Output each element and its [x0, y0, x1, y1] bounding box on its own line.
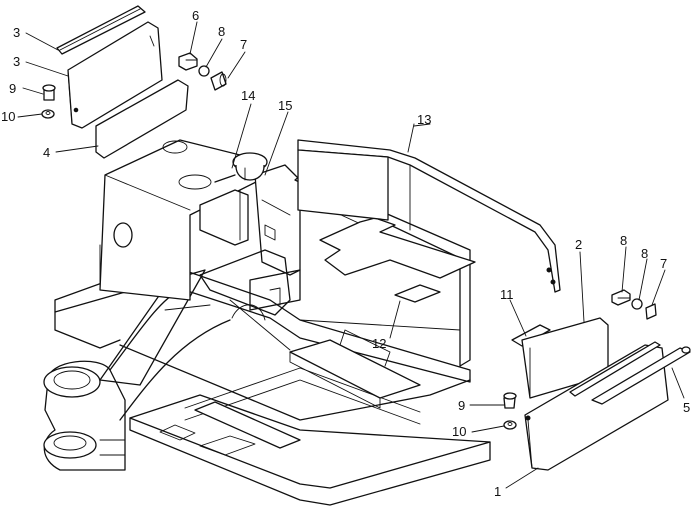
right-bolt-assembly [611, 289, 657, 320]
callout-2: 2 [575, 237, 582, 252]
leader-lines [17, 21, 685, 489]
part-13-side-wall [297, 139, 561, 293]
part-5-strip-left [56, 5, 146, 55]
callout-9: 9 [458, 398, 465, 413]
callout-14: 14 [241, 88, 255, 103]
callout-4: 4 [43, 145, 50, 160]
callout-5: 3 [13, 25, 20, 40]
callout-7: 7 [240, 37, 247, 52]
callout-10: 10 [1, 109, 15, 124]
left-boom-foot [43, 269, 231, 471]
right-bolt-washer [503, 392, 517, 430]
callout-9: 9 [9, 81, 16, 96]
part-4-plate [95, 79, 189, 159]
callout-6: 6 [192, 8, 199, 23]
left-bolt-washer [41, 84, 56, 119]
callout-1: 1 [494, 484, 501, 499]
part-5-strip-right [569, 341, 691, 405]
callout-8: 8 [641, 246, 648, 261]
callout-7: 8 [620, 233, 627, 248]
callout-3: 3 [13, 54, 20, 69]
part-3-cover [67, 21, 163, 129]
callout-12: 12 [372, 336, 386, 351]
callout-11: 11 [500, 287, 514, 302]
callout-13: 13 [417, 112, 431, 127]
revolving-frame [54, 261, 491, 506]
center-bracket [164, 164, 301, 321]
callout-15: 15 [278, 98, 292, 113]
part-2-cover [521, 317, 609, 399]
callout-10: 10 [452, 424, 466, 439]
callout-6: 7 [660, 256, 667, 271]
callout-8: 8 [218, 24, 225, 39]
part-14-cap [214, 152, 268, 183]
callout-labels: 3 3 4 6 8 7 9 10 14 15 13 2 8 8 7 11 12 … [1, 8, 690, 499]
callout-5: 5 [683, 400, 690, 415]
